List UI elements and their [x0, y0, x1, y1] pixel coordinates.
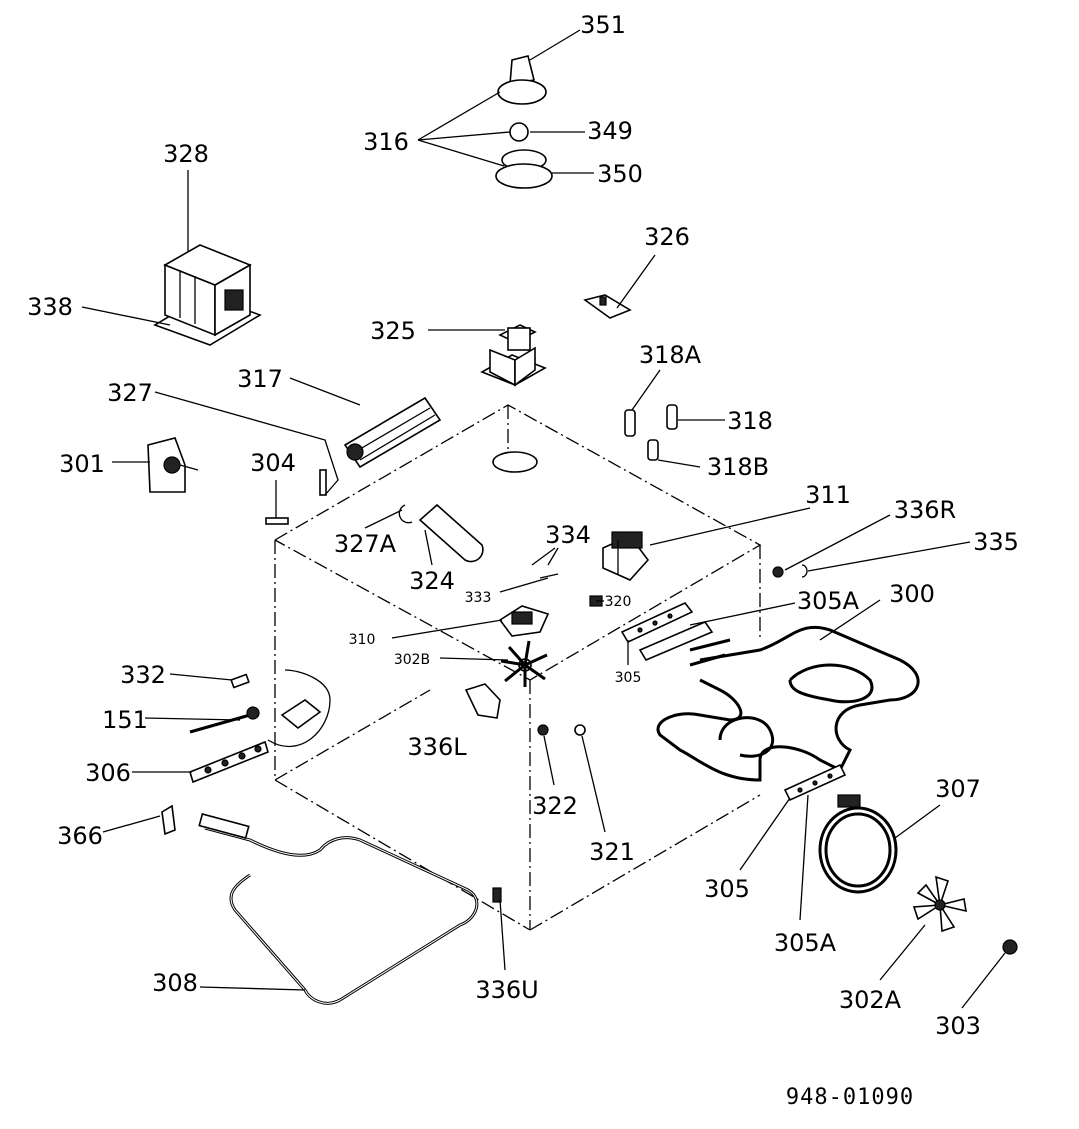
- label-302b: 302B: [394, 652, 430, 668]
- label-303: 303: [935, 1012, 981, 1040]
- grommet-icon: [537, 724, 549, 736]
- lamp-holder-icon: [147, 437, 199, 493]
- nut-icon: [1002, 939, 1018, 955]
- terminal-plate-icon: [620, 602, 714, 662]
- label-302a: 302A: [839, 986, 902, 1014]
- label-310: 310: [349, 632, 376, 648]
- label-305a: 305A: [774, 929, 837, 957]
- label-322: 322: [532, 792, 578, 820]
- diagram-code: 948-01090: [786, 1085, 914, 1110]
- label-338: 338: [27, 293, 73, 321]
- label-324: 324: [409, 567, 455, 595]
- label-308: 308: [152, 969, 198, 997]
- label-305-small: 305: [615, 670, 642, 686]
- label-334: 334: [545, 521, 591, 549]
- label-318a: 318A: [639, 341, 702, 369]
- label-305a-top: 305A: [797, 587, 860, 615]
- grommet-icon: [574, 724, 586, 736]
- rear-fan-blade-icon: [912, 875, 967, 933]
- label-306: 306: [85, 759, 131, 787]
- lower-terminal-plate-icon: [783, 763, 847, 802]
- label-311: 311: [805, 481, 851, 509]
- label-349: 349: [587, 117, 633, 145]
- bottom-element-icon: [198, 813, 479, 1005]
- fuse-icons: [624, 404, 678, 461]
- label-300: 300: [889, 580, 935, 608]
- label-307: 307: [935, 775, 981, 803]
- clip-icon: [772, 564, 808, 578]
- label-305: 305: [704, 875, 750, 903]
- label-336u: 336U: [475, 976, 538, 1004]
- label-318: 318: [727, 407, 773, 435]
- label-320: 320: [605, 594, 632, 610]
- oven-lamp-icon: [398, 503, 484, 563]
- label-350: 350: [597, 160, 643, 188]
- small-parts-icons: [531, 547, 603, 607]
- label-332: 332: [120, 661, 166, 689]
- control-knob-icon: [495, 55, 553, 189]
- label-301: 301: [59, 450, 105, 478]
- transformer-block-icon: [153, 244, 262, 346]
- label-325: 325: [370, 317, 416, 345]
- label-366: 366: [57, 822, 103, 850]
- oven-cavity-outline: [274, 404, 762, 931]
- bracket-icon: [583, 294, 632, 319]
- fan-blade-icon: [500, 640, 548, 687]
- label-333: 333: [465, 590, 492, 606]
- label-328: 328: [163, 140, 209, 168]
- label-336l: 336L: [407, 733, 467, 761]
- clip-336u-icon: [492, 887, 502, 903]
- label-351: 351: [580, 11, 626, 39]
- label-336r: 336R: [894, 496, 956, 524]
- label-317: 317: [237, 365, 283, 393]
- switch-icon: [480, 324, 547, 387]
- label-327a: 327A: [334, 530, 397, 558]
- fan-motor-mount-icon: [498, 605, 550, 637]
- label-326: 326: [644, 223, 690, 251]
- label-151: 151: [102, 706, 148, 734]
- label-316: 316: [363, 128, 409, 156]
- label-335: 335: [973, 528, 1019, 556]
- grill-element-icon: [656, 625, 920, 782]
- label-321: 321: [589, 838, 635, 866]
- part-number-labels: 351 316 349 350 328 338 326 325 318A 317…: [27, 11, 1019, 1110]
- label-304: 304: [250, 449, 296, 477]
- fan-opening: [492, 451, 538, 473]
- label-318b: 318B: [707, 453, 769, 481]
- label-327: 327: [107, 379, 153, 407]
- pin-icon: [265, 469, 327, 525]
- leader-lines: [81, 29, 1006, 1009]
- left-side-parts-icons: [161, 669, 501, 836]
- fan-motor-icon: [602, 531, 650, 581]
- circular-element-icon: [818, 794, 898, 894]
- cooling-fan-icon: [343, 396, 442, 469]
